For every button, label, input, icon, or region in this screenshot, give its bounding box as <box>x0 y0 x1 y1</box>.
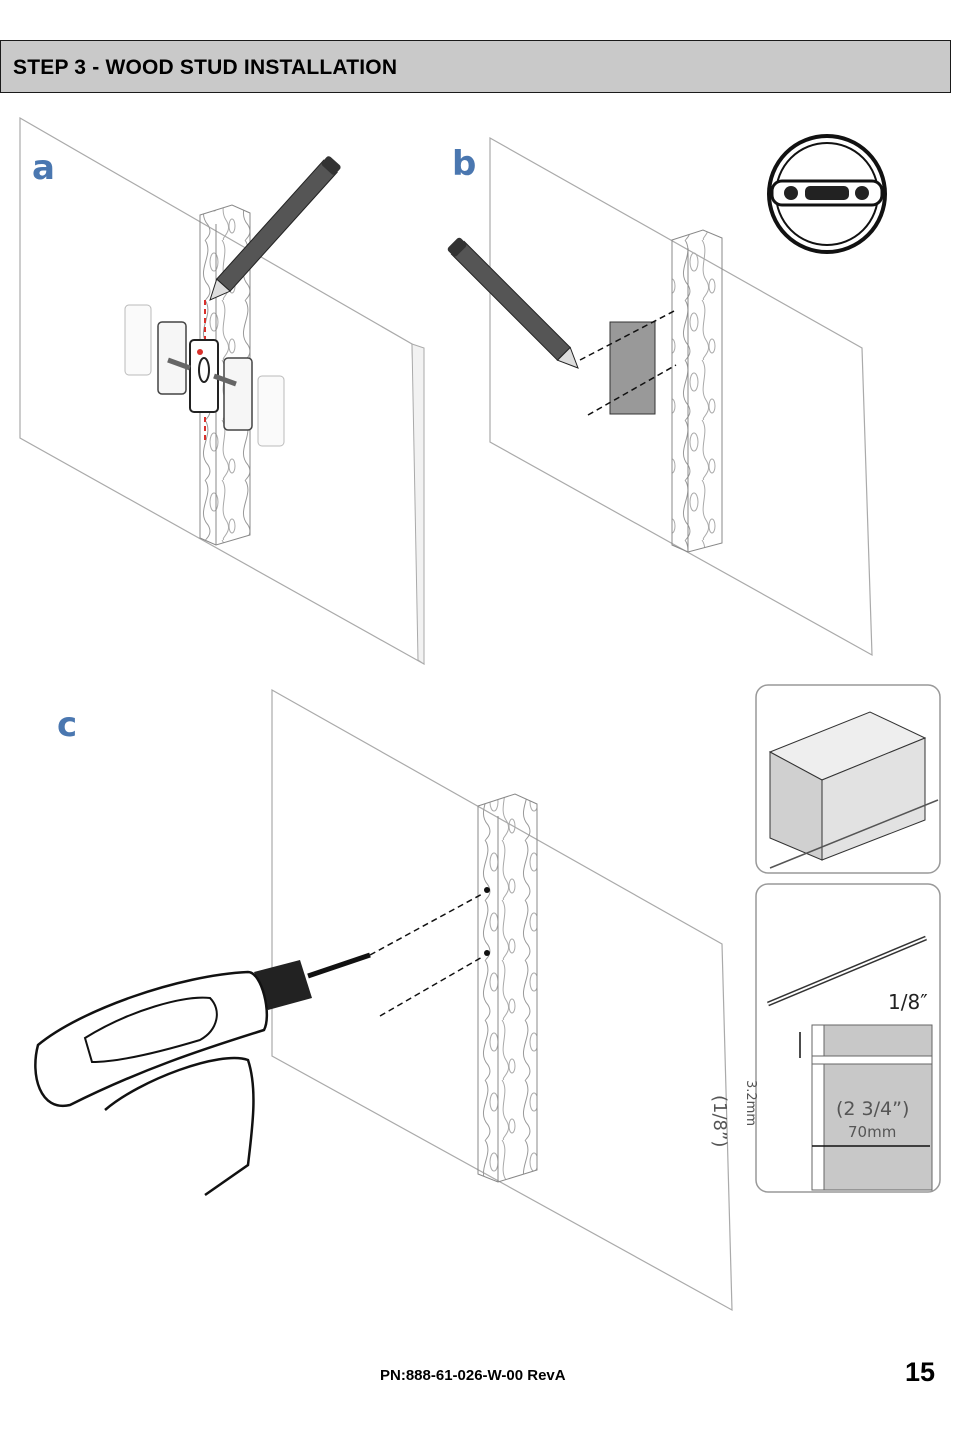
step-header: STEP 3 - WOOD STUD INSTALLATION <box>0 40 951 93</box>
depth-block <box>811 1024 933 1191</box>
panel-c-illustration <box>34 688 733 1312</box>
pencil-icon <box>447 237 579 369</box>
step-title: STEP 3 - WOOD STUD INSTALLATION <box>13 56 398 79</box>
wall-plate-bracket <box>609 321 656 415</box>
part-number: PN:888-61-026-W-00 RevA <box>380 1367 566 1384</box>
panel-label-c: c <box>57 705 78 745</box>
bit-size-label: 1/8″ <box>888 990 928 1014</box>
depth-imperial-label: (2 3/4”) <box>836 1098 910 1120</box>
drill-bit-inset <box>755 883 941 1193</box>
stud-inset <box>755 684 941 874</box>
drill-bit-icon <box>767 935 927 1007</box>
depth-metric-label: 70mm <box>848 1123 897 1141</box>
wood-stud-b <box>671 229 723 553</box>
pencil-icon <box>209 156 341 301</box>
wood-stud-c <box>477 793 538 1183</box>
wall-edge-a <box>411 343 425 665</box>
panel-b-illustration <box>447 134 887 657</box>
diameter-metric-label: 3.2mm <box>743 1080 758 1127</box>
panel-a-illustration <box>19 116 425 666</box>
panel-label-a: a <box>32 148 55 188</box>
drill-icon <box>34 952 371 1197</box>
level-icon <box>767 134 887 254</box>
page-number: 15 <box>905 1357 936 1387</box>
panel-label-b: b <box>452 144 477 184</box>
stud-finder-icon <box>124 304 285 447</box>
diameter-imperial-label: (1/8”) <box>709 1095 730 1148</box>
